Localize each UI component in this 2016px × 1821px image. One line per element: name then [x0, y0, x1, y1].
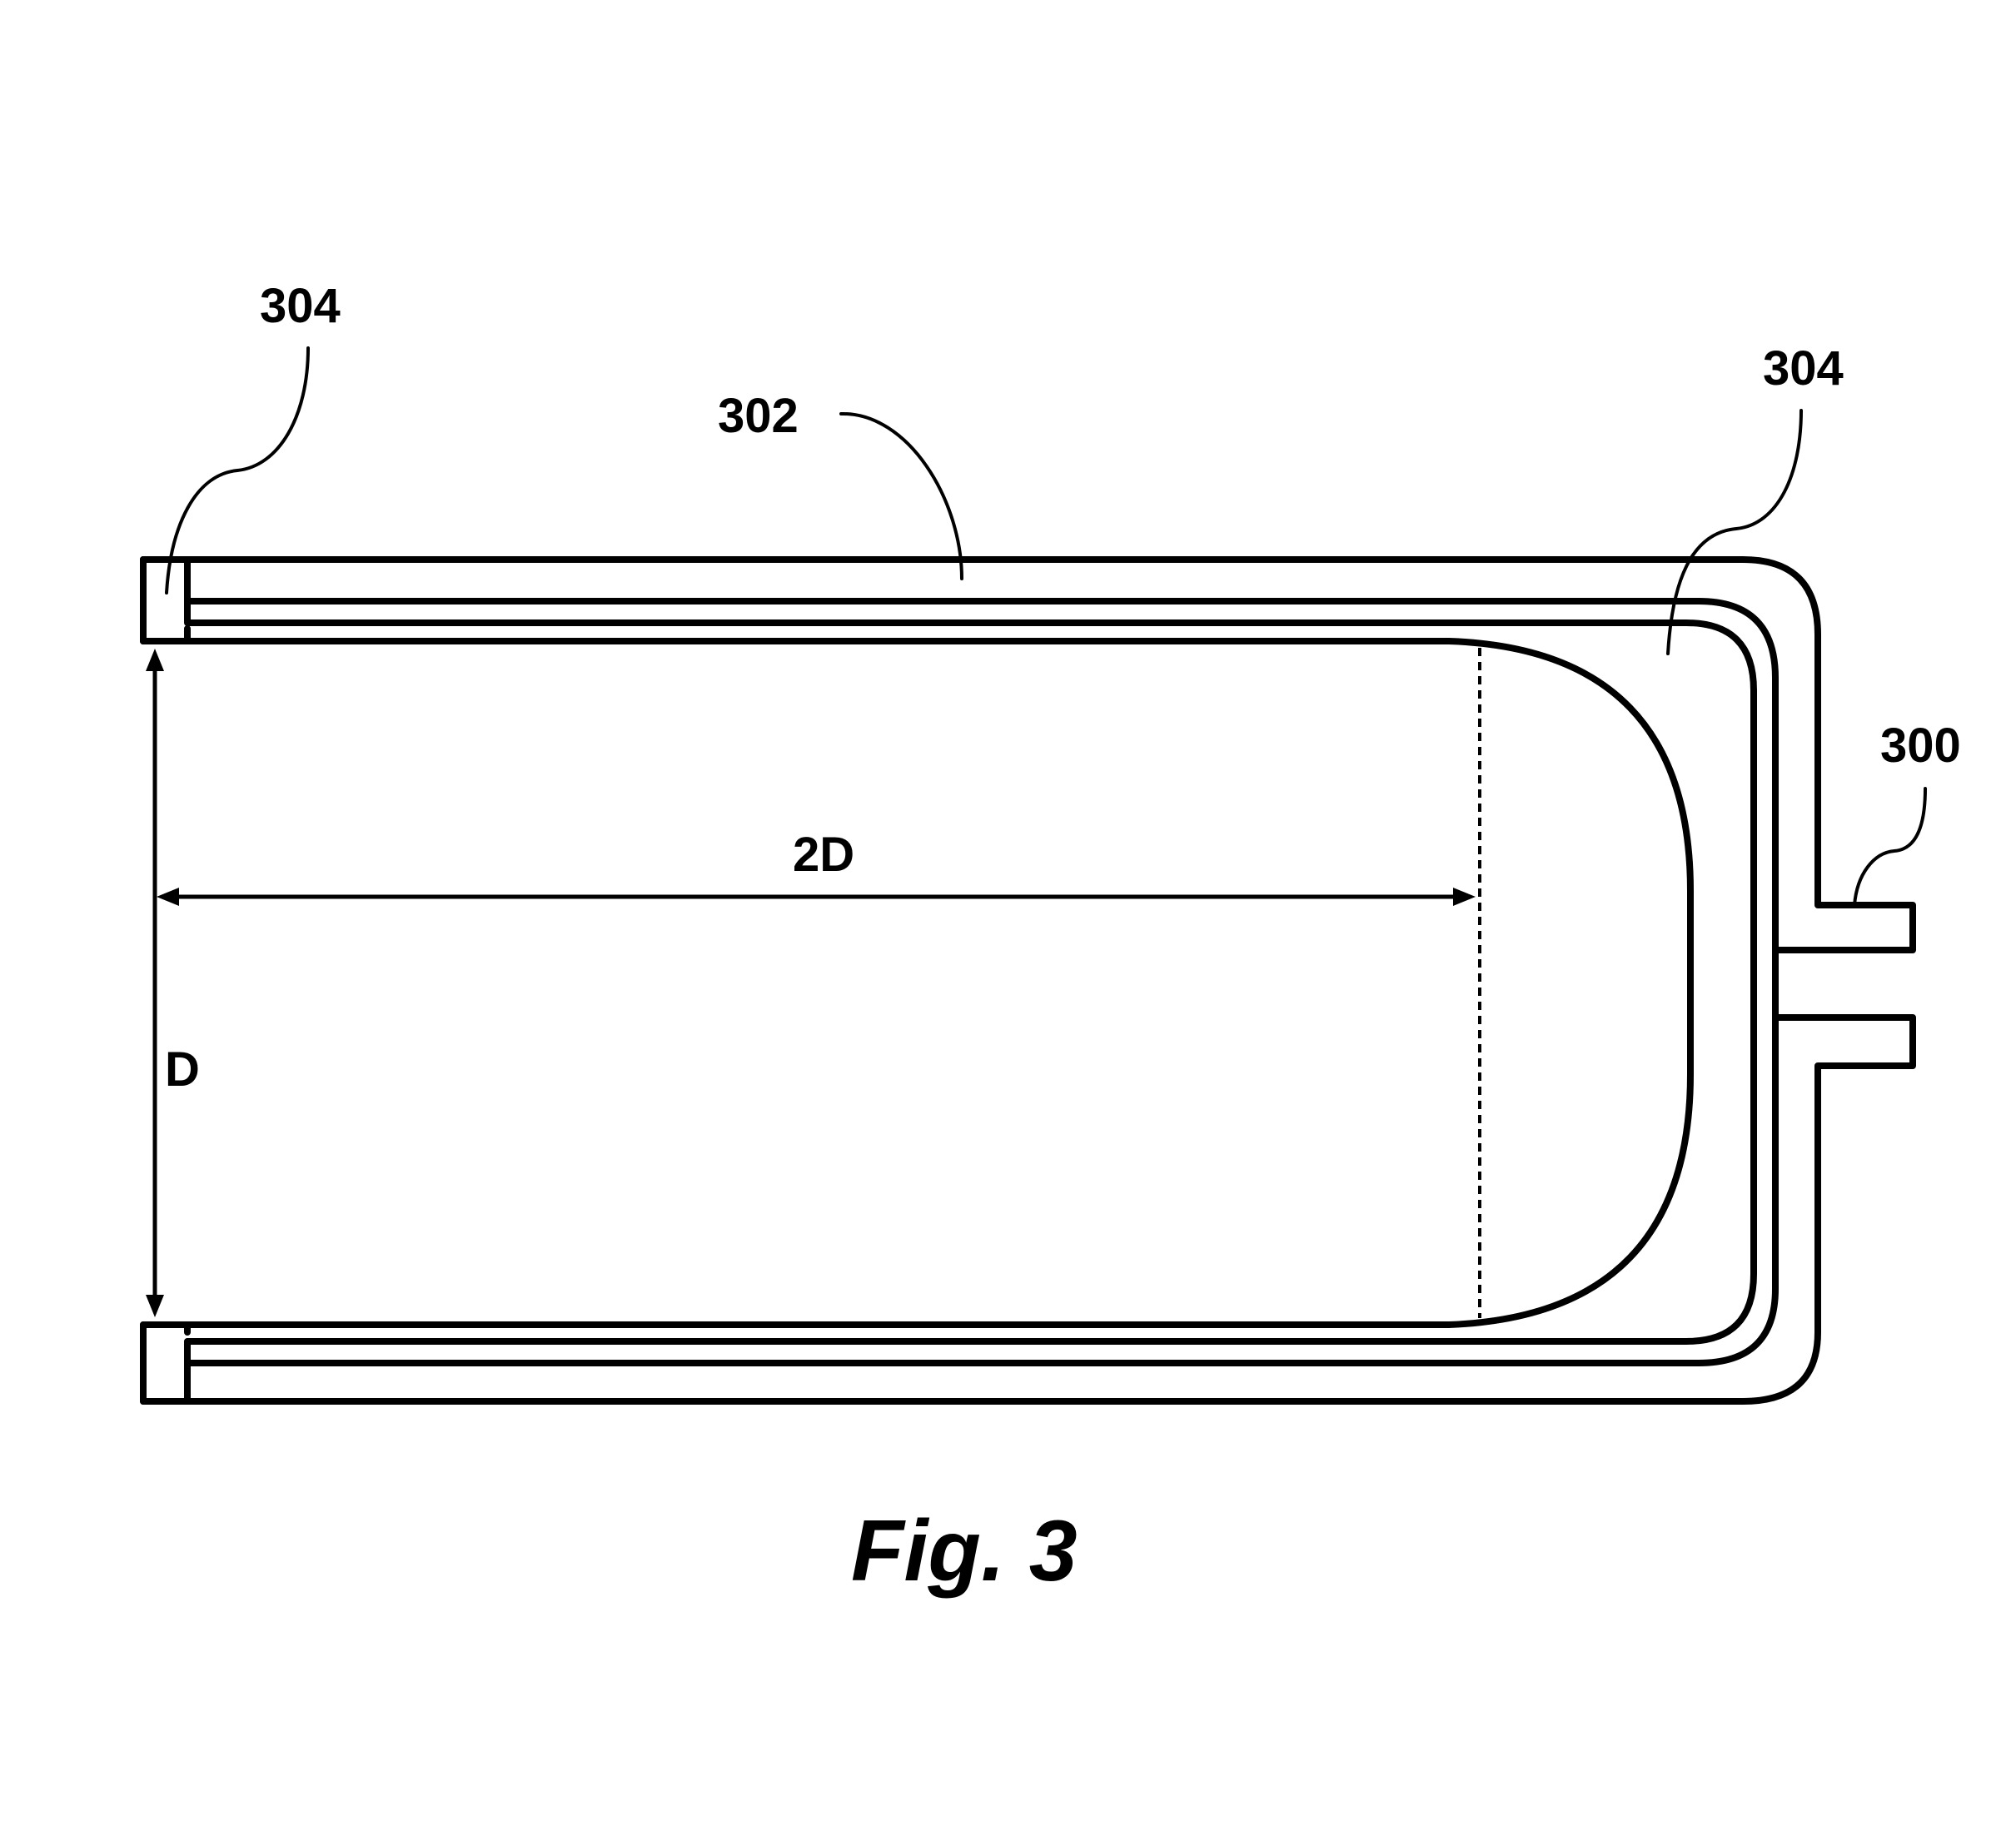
- left-end-cap-top: [140, 556, 191, 644]
- leader-302: [839, 411, 963, 580]
- figure-caption: Fig. 3: [851, 1503, 1078, 1600]
- arrowhead-2d-left: [157, 888, 179, 906]
- arrowhead-d-top: [146, 649, 164, 671]
- label-304-right: 304: [1763, 341, 1844, 396]
- left-end-cap-bottom: [140, 1321, 191, 1405]
- label-300: 300: [1880, 719, 1961, 773]
- leader-304-right: [1666, 409, 1803, 655]
- arrowhead-d-bottom: [146, 1295, 164, 1317]
- leader-300: [1853, 787, 1927, 907]
- label-d: D: [165, 1042, 200, 1097]
- middle-wall: [184, 556, 1779, 1405]
- outer-wall: [140, 556, 1916, 1405]
- arrowhead-2d-right: [1453, 888, 1476, 906]
- inner-wall: [184, 598, 1757, 1366]
- label-302: 302: [718, 389, 799, 443]
- label-304-left: 304: [260, 279, 341, 333]
- label-2d: 2D: [793, 828, 854, 882]
- leader-304-left: [165, 346, 310, 595]
- inner-bag: [140, 638, 1694, 1328]
